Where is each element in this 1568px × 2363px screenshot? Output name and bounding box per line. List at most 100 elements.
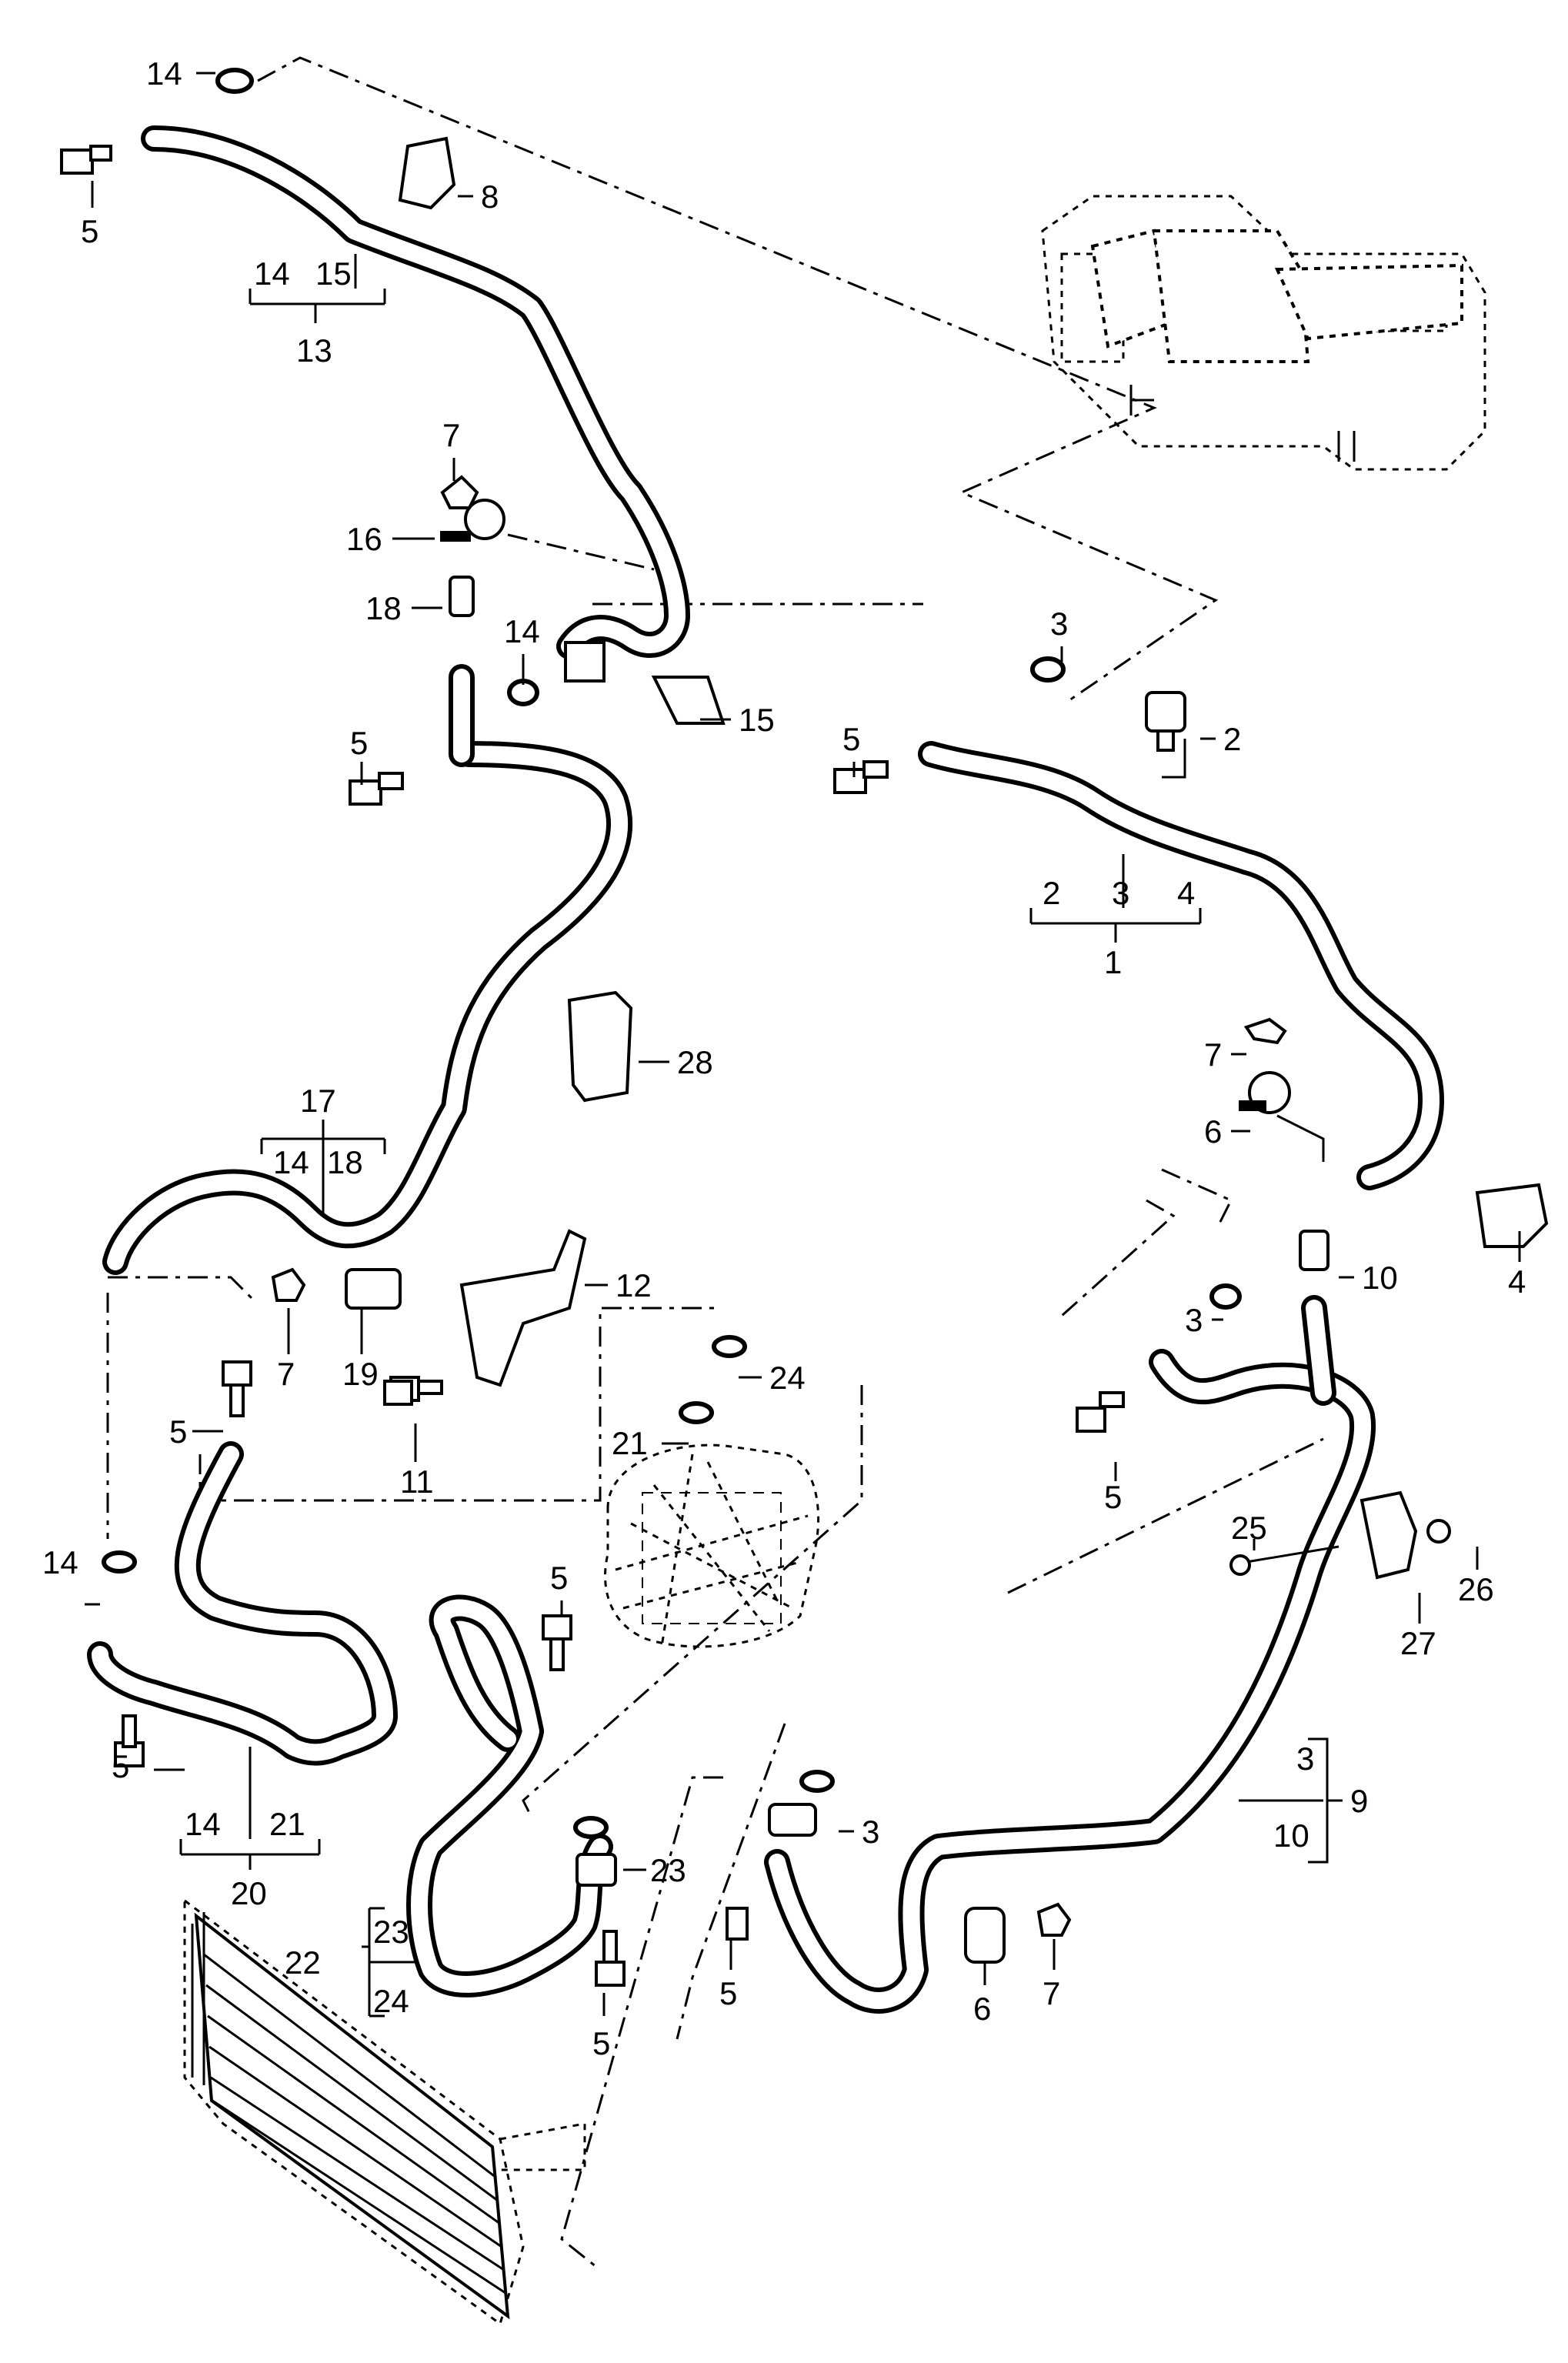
bolt-icon (114, 1714, 145, 1767)
bolt-icon (542, 1614, 572, 1671)
callout-16: 16 (346, 521, 382, 557)
o-ring-icon (712, 1335, 747, 1358)
callout-19: 19 (342, 1356, 379, 1392)
callout-7: 7 (277, 1356, 295, 1392)
clamp-icon (345, 1268, 402, 1310)
callout-1-sub-2: 2 (1043, 875, 1060, 911)
condenser (183, 1897, 586, 2326)
pipe-20-line (87, 1441, 398, 1766)
callout-24: 24 (769, 1360, 806, 1396)
callout-9-sub-10: 10 (1273, 1817, 1309, 1854)
valve-cap-icon (1299, 1230, 1329, 1271)
callout-1-sub-4: 4 (1177, 875, 1195, 911)
callout-5: 5 (592, 2025, 610, 2061)
bracket-icon (1359, 1490, 1418, 1580)
callout-20-sub-14: 14 (185, 1806, 221, 1842)
callout-21: 21 (612, 1425, 648, 1461)
callout-3: 3 (1185, 1302, 1203, 1338)
callout-4: 4 (1508, 1263, 1526, 1300)
callout-13: 13 (296, 332, 332, 369)
callout-22-sub-24: 24 (373, 1983, 409, 2019)
callout-17-sub-14: 14 (273, 1144, 309, 1180)
callout-20: 20 (231, 1875, 267, 1911)
callout-11: 11 (400, 1464, 434, 1500)
callout-14: 14 (146, 55, 182, 92)
callout-18: 18 (365, 590, 402, 626)
callout-5: 5 (550, 1560, 568, 1596)
callout-28: 28 (677, 1044, 713, 1080)
bracket-icon (1475, 1183, 1549, 1248)
screw-icon (1246, 1545, 1339, 1564)
bolt-icon (833, 760, 889, 794)
nut-icon (1036, 1902, 1072, 1937)
o-ring-icon (679, 1401, 714, 1424)
callout-25: 25 (1231, 1510, 1267, 1546)
leader-lines (85, 72, 1521, 2018)
callout-13-sub-15: 15 (315, 255, 352, 292)
nut-icon (1426, 1519, 1451, 1544)
callout-1: 1 (1104, 944, 1122, 980)
bolt-icon (726, 1907, 749, 1941)
callout-14: 14 (42, 1544, 78, 1580)
valve-cap-icon (449, 576, 475, 617)
nut-icon (1243, 1017, 1287, 1045)
callout-23: 23 (650, 1852, 686, 1888)
callout-14: 14 (504, 613, 540, 649)
relation-lines (106, 56, 1324, 2271)
callout-9: 9 (1350, 1783, 1368, 1819)
callout-27: 27 (1400, 1625, 1436, 1661)
callout-3: 3 (862, 1814, 879, 1850)
callout-13-sub-14: 14 (254, 255, 290, 292)
bracket-icon (651, 676, 726, 725)
callout-22: 22 (285, 1944, 321, 1981)
pipe-22-line (406, 1594, 613, 1998)
callout-17: 17 (300, 1083, 336, 1119)
callout-7: 7 (1204, 1036, 1222, 1073)
callout-5: 5 (842, 721, 860, 757)
pipe-17-line (102, 741, 633, 1275)
nut-icon (271, 1267, 306, 1302)
pipe-9-line (764, 1349, 1376, 2014)
callout-6: 6 (1204, 1113, 1222, 1150)
callout-26: 26 (1458, 1571, 1494, 1607)
heater-evaporator-box (1041, 195, 1486, 471)
callout-7: 7 (1043, 1975, 1060, 2011)
fitting-icon (575, 1853, 617, 1887)
callout-12: 12 (616, 1267, 652, 1303)
callout-labels: 14 5 8 13 14 15 7 16 18 14 15 5 3 2 5 1 … (42, 55, 1526, 2061)
o-ring-icon (1209, 1283, 1242, 1310)
callout-5: 5 (81, 213, 98, 249)
callout-5: 5 (719, 1975, 737, 2011)
callout-17-sub-18: 18 (327, 1144, 363, 1180)
damper-icon (964, 1907, 1006, 1964)
mounting-block-icon (567, 990, 633, 1103)
callout-5: 5 (112, 1748, 129, 1784)
pipe-9-stub (1301, 1295, 1336, 1406)
bracket-icon (459, 1229, 587, 1387)
fitting-icon (768, 1803, 817, 1837)
o-ring-icon (573, 1816, 609, 1839)
callout-22-sub-23: 23 (373, 1914, 409, 1950)
callout-8: 8 (481, 179, 499, 215)
pipe-13-suction-line (141, 125, 690, 659)
o-ring-icon (102, 1550, 137, 1574)
bolt-icon (349, 772, 404, 806)
ac-compressor (604, 1443, 820, 1648)
bolt-icon (60, 145, 112, 175)
callout-5: 5 (169, 1413, 187, 1450)
pipe-1-line (918, 741, 1444, 1190)
o-ring-icon (799, 1770, 835, 1793)
damper-icon (464, 499, 505, 540)
callout-7: 7 (442, 417, 460, 453)
callout-15: 15 (739, 702, 775, 738)
pressure-switch-icon (1145, 691, 1186, 733)
callout-6: 6 (973, 1991, 991, 2027)
bolt-icon (595, 1930, 626, 1987)
nut-icon (440, 475, 479, 509)
callout-5: 5 (1104, 1479, 1122, 1515)
callout-20-sub-21: 21 (269, 1806, 305, 1842)
bolt-icon (383, 1380, 413, 1406)
callout-2: 2 (1223, 721, 1241, 757)
callout-3: 3 (1050, 606, 1068, 642)
